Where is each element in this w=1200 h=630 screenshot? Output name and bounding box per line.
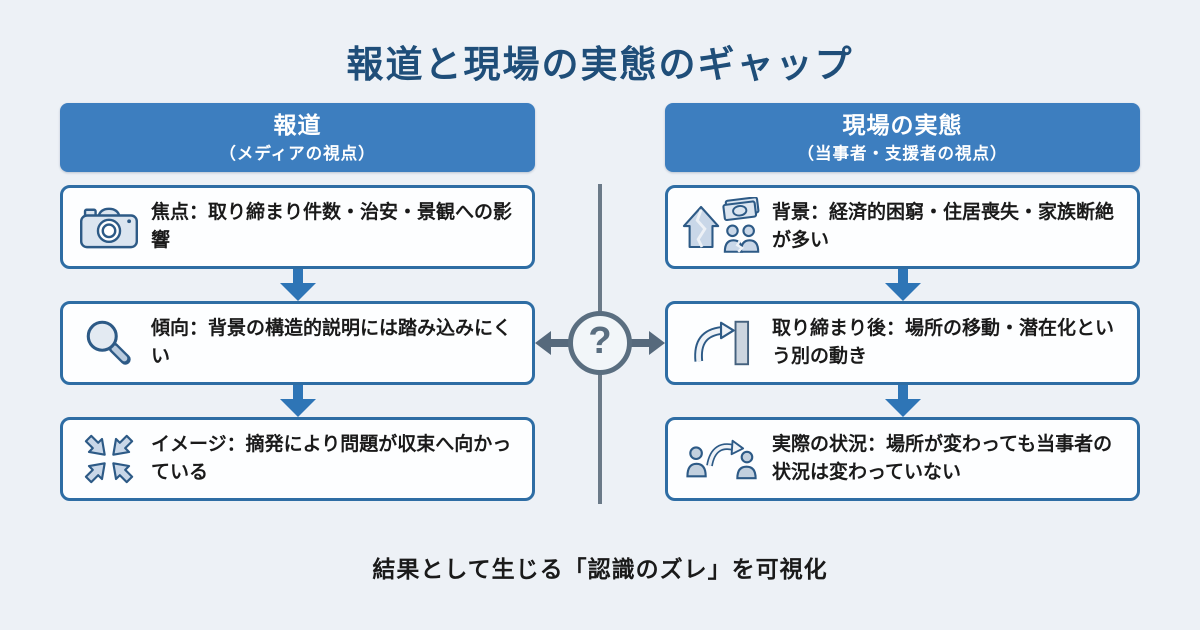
question-mark: ? <box>588 319 612 362</box>
right-arrow-icon <box>631 331 665 355</box>
left-header-subtitle: （メディアの視点） <box>219 144 376 163</box>
left-column-header: 報道 （メディアの視点） <box>60 103 535 172</box>
box-text: 焦点：取り締まり件数・治安・景観への影響 <box>151 201 513 252</box>
right-header-title: 現場の実態 <box>842 112 963 139</box>
person-relocation-icon <box>682 435 762 483</box>
down-arrow-icon <box>279 269 316 301</box>
magnifier-icon <box>77 316 141 370</box>
right-header-subtitle: （当事者・支援者の視点） <box>797 144 1008 163</box>
left-box-focus: 焦点：取り締まり件数・治安・景観への影響 <box>60 185 535 269</box>
question-circle: ? <box>568 311 632 375</box>
right-column: 現場の実態 （当事者・支援者の視点） <box>665 103 1140 501</box>
converging-arrows-icon <box>77 433 141 485</box>
left-box-image: イメージ：摘発により問題が収束へ向かっている <box>60 417 535 501</box>
box-text: イメージ：摘発により問題が収束へ向かっている <box>151 433 512 484</box>
down-arrow-icon <box>279 385 316 417</box>
left-flow-gap-1 <box>60 269 535 301</box>
down-arrow-icon <box>884 269 921 301</box>
relocation-icon <box>682 315 762 371</box>
right-box-actual-situation: 実際の状況：場所が変わっても当事者の状況は変わっていない <box>665 417 1140 501</box>
right-flow-gap-1 <box>665 269 1140 301</box>
footer-caption: 結果として生じる「認識のズレ」を可視化 <box>372 556 828 582</box>
box-text: 取り締まり後：場所の移動・潜在化という別の動き <box>772 317 1115 368</box>
left-arrow-icon <box>535 331 569 355</box>
down-arrow-icon <box>884 385 921 417</box>
left-box-tendency: 傾向：背景の構造的説明には踏み込みにくい <box>60 301 535 385</box>
left-column: 報道 （メディアの視点） 焦点：取り締まり件数・治安・景観への影響 <box>60 103 535 501</box>
box-text: 傾向：背景の構造的説明には踏み込みにくい <box>151 317 512 368</box>
left-flow-gap-2 <box>60 385 535 417</box>
camera-icon <box>77 204 141 250</box>
right-flow-gap-2 <box>665 385 1140 417</box>
page-title: 報道と現場の実態のギャップ <box>346 44 854 85</box>
right-box-after-crackdown: 取り締まり後：場所の移動・潜在化という別の動き <box>665 301 1140 385</box>
box-text: 背景：経済的困窮・住居喪失・家族断絶が多い <box>772 201 1115 252</box>
right-column-header: 現場の実態 （当事者・支援者の視点） <box>665 103 1140 172</box>
left-header-title: 報道 <box>273 112 322 139</box>
right-box-background: 背景：経済的困窮・住居喪失・家族断絶が多い <box>665 185 1140 269</box>
broken-household-icon <box>682 197 762 257</box>
box-text: 実際の状況：場所が変わっても当事者の状況は変わっていない <box>772 433 1113 484</box>
